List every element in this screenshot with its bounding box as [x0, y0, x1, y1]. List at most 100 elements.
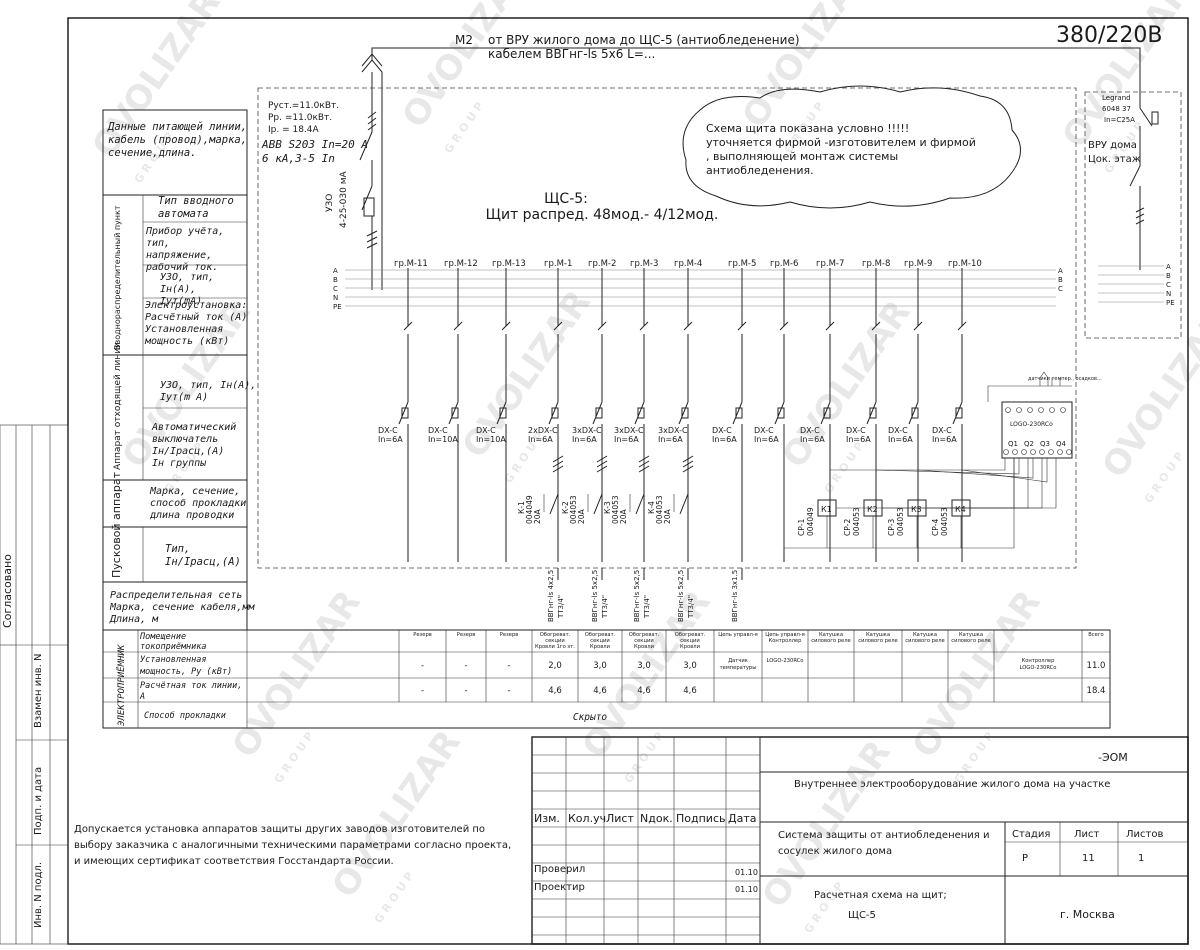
panel-subtitle: Щит распред. 48мод.- 4/12мод.: [486, 207, 719, 223]
group-cable: ВВГнг-ls 5х2,5: [633, 570, 641, 622]
power-label-line: Установленная: [145, 324, 223, 335]
city-label: г. Москва: [1060, 908, 1115, 921]
group-route: ТТ3/4": [601, 595, 609, 619]
contactor-label: К-2: [561, 501, 570, 514]
contactor-label: К-3: [603, 501, 612, 514]
footnote-line-1: Допускается установка аппаратов защиты д…: [74, 824, 485, 835]
row-label-room-line: Помещение: [139, 632, 186, 642]
col-header-line: Цепь управл-я: [718, 632, 758, 638]
note-line-2: уточняется фирмой -изготовителем и фирмо…: [706, 136, 976, 149]
vru-rating: In=C25A: [1104, 116, 1135, 124]
col-current: 18.4: [1087, 686, 1106, 696]
feeder-cable: кабелем ВВГнг-ls 5х6 L=...: [488, 47, 655, 61]
group-isolator-mark: [403, 321, 413, 331]
project-title: Внутреннее электрооборудование жилого до…: [794, 779, 1110, 790]
group-name: гр.М-4: [674, 259, 702, 269]
group-name: гр.М-7: [816, 259, 844, 269]
supply-label: Данные питающей линии,кабель (провод),ма…: [107, 121, 247, 159]
vru-breaker-symbol: [1129, 107, 1159, 270]
group-name: гр.М-12: [444, 259, 478, 269]
group-isolator-mark: [639, 321, 649, 331]
outgoing-section-label: Аппарат отходящей линии: [113, 342, 123, 470]
group-isolator-mark: [871, 321, 881, 331]
group-phase-mark: [682, 455, 694, 463]
footnote-line-2: выбору заказчика с аналогичными техничес…: [74, 840, 511, 851]
doc-code: -ЭОМ: [1098, 751, 1128, 764]
group-circuit: гр.М-9DX-CIn=6A: [888, 259, 932, 562]
vru-border: [1084, 91, 1182, 339]
group-breaker-box: [735, 407, 743, 419]
busbar-phase-label-right: C: [1058, 285, 1063, 293]
title-grid-header: Кол.уч: [568, 812, 606, 825]
group-isolator-mark: [737, 321, 747, 331]
relay-label: СР-3: [887, 519, 896, 536]
col-power: -: [464, 661, 467, 671]
col-header-line: Всего: [1088, 632, 1104, 638]
logo-output-label: Q4: [1056, 440, 1067, 448]
busbar-phase-label: B: [333, 276, 338, 284]
col-header-line: секции: [680, 638, 699, 644]
group-breaker-rating: In=6A: [378, 435, 403, 444]
row-label-power-line: мощность, Ру (кВт): [139, 667, 232, 677]
logo-terminal-bottom: [1057, 449, 1063, 455]
feeder-line: [361, 47, 1141, 108]
row-label-install: Способ прокладки: [144, 710, 226, 721]
group-breaker-contact: [774, 401, 785, 425]
drawing-title: Расчетная схема на щит;: [814, 890, 947, 901]
row-label-power-line: Установленная: [140, 655, 207, 665]
input-breaker-model: ABB S203 In=20 A: [261, 138, 368, 151]
contactor-code: 004049: [525, 495, 534, 524]
relay-control-wire: [926, 458, 1043, 509]
rcd-out-label-line: УЗО, тип, Iн(А),: [160, 380, 256, 391]
busbar-phase-label: N: [333, 294, 338, 302]
i-calculated: Iр. = 18.4А: [268, 125, 320, 135]
group-breaker-rating: In=6A: [572, 435, 597, 444]
group-isolator-mark: [597, 321, 607, 331]
rcd-spec: 4-25-030 мА: [339, 170, 349, 228]
col-header-line: Катушка: [819, 632, 843, 638]
col-header-line: силового реле: [811, 638, 850, 644]
group-circuit: гр.М-7DX-CIn=6A: [800, 259, 844, 562]
vru-bus-label: C: [1166, 281, 1171, 289]
logo-terminal-top: [1005, 407, 1011, 413]
contactor-contact: [593, 493, 603, 515]
agreed-label: Согласовано: [1, 554, 14, 628]
meter-label-line: напряжение,: [146, 250, 212, 261]
group-isolator-mark: [501, 321, 511, 331]
col-header-line: Обогреват.: [675, 632, 706, 638]
busbar-phase-label-right: B: [1058, 276, 1063, 284]
rcd-in-label-line: Iут(mA): [160, 296, 202, 307]
row-label-power: Установленная мощность, Ру (кВт): [139, 655, 232, 677]
group-breaker-box: [637, 407, 645, 419]
col-power-line: 3,0: [637, 661, 651, 671]
group-breaker-rating: In=6A: [528, 435, 553, 444]
col-header-line: Цепь управл-я: [765, 632, 805, 638]
group-breaker-type: DX-C: [846, 426, 866, 435]
rcd-out-label-line: Iут(m A): [160, 392, 208, 403]
logo-sensor-label: датчики темпер., осадков...: [1028, 376, 1102, 382]
system-line-2: сосулек жилого дома: [778, 846, 892, 857]
relay-label: СР-4: [931, 519, 940, 536]
drawing-subtitle: ЩС-5: [848, 910, 876, 921]
group-breaker-rating: In=10A: [428, 435, 458, 444]
logo-output-label: Q1: [1008, 440, 1018, 448]
logo-controller: [987, 371, 1073, 459]
wire-label-line: способ прокладки: [150, 497, 246, 509]
sheet-header: Лист: [1074, 829, 1100, 840]
sheets-value: 1: [1138, 853, 1144, 864]
supply-label-line: кабель (провод),марка,: [108, 134, 247, 146]
col-power-line: 2,0: [548, 661, 562, 671]
group-breaker-type: DX-C: [476, 426, 496, 435]
group-phase-mark: [596, 455, 608, 463]
replaced-inv-label: Взамен инв. N: [33, 654, 44, 729]
footnote-line-3: и имеющих сертификат соответствия Госста…: [74, 856, 394, 867]
logo-output-label: Q2: [1024, 440, 1034, 448]
group-breaker-rating: In=6A: [846, 435, 871, 444]
meter-label: Прибор учёта,тип,напряжение,рабочий ток.: [145, 225, 224, 273]
power-label-line: Электроустановка:: [145, 300, 247, 311]
